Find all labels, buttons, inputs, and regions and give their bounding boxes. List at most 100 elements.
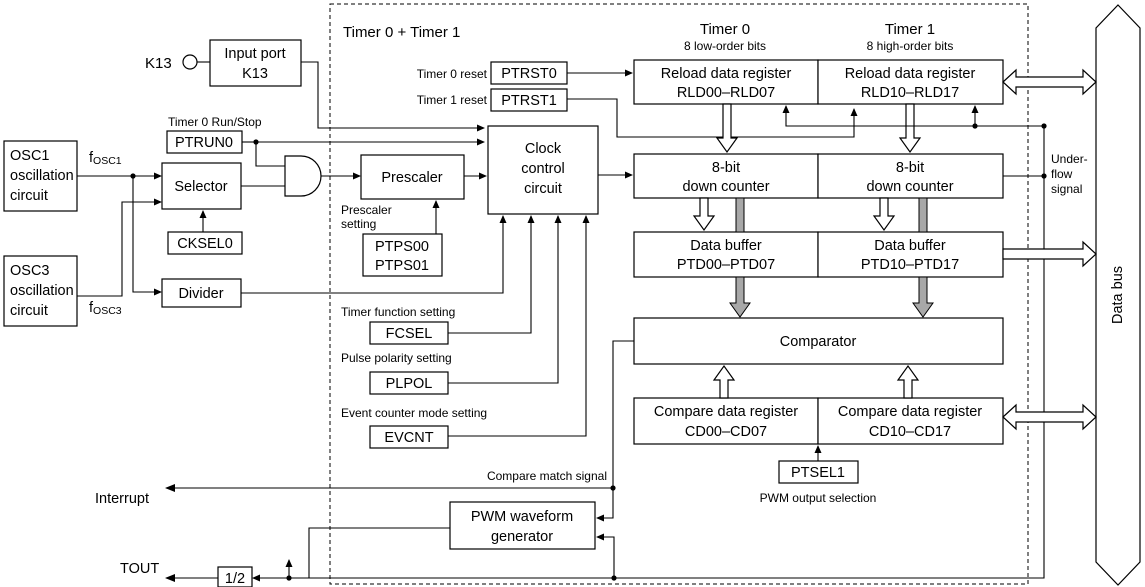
counter-timer0: 8-bit down counter xyxy=(633,153,819,199)
osc3-box: OSC3 oscillation circuit xyxy=(3,255,78,327)
input-port-line2: K13 xyxy=(242,66,268,82)
divider-box: Divider xyxy=(161,278,242,308)
svg-text:PLPOL: PLPOL xyxy=(386,376,433,392)
register-ptrst0: PTRST0 xyxy=(490,61,568,85)
register-ptsel1: PTSEL1 xyxy=(778,460,859,484)
register-ptrst1: PTRST1 xyxy=(490,88,568,112)
reload-to-counter0-arrow xyxy=(715,103,739,154)
osc1-line2: oscillation xyxy=(10,168,74,184)
timer-frame xyxy=(329,3,1029,585)
event-counter-mode-label: Event counter mode setting xyxy=(341,406,487,420)
osc3-line3: circuit xyxy=(10,303,48,319)
timer0-title: Timer 0 xyxy=(700,21,750,38)
svg-text:Divider: Divider xyxy=(178,286,223,302)
prescaler-box: Prescaler xyxy=(360,154,465,200)
timer1-subtitle: 8 high-order bits xyxy=(867,39,954,53)
register-evcnt: EVCNT xyxy=(369,425,449,449)
pulse-polarity-setting-label: Pulse polarity setting xyxy=(341,351,452,365)
data-bus xyxy=(1095,4,1141,586)
svg-text:Reload data register: Reload data register xyxy=(661,66,792,82)
counter0-to-buffer-arrow xyxy=(692,197,716,232)
svg-text:circuit: circuit xyxy=(524,181,562,197)
svg-text:Selector: Selector xyxy=(174,179,227,195)
svg-text:Compare data register: Compare data register xyxy=(838,404,982,420)
compare-register-timer1: Compare data register CD10–CD17 xyxy=(817,397,1004,445)
svg-text:RLD00–RLD07: RLD00–RLD07 xyxy=(677,85,775,101)
svg-text:8-bit: 8-bit xyxy=(712,160,740,176)
bus-arrow-reload xyxy=(1002,68,1097,96)
fosc1-label: fOSC1 xyxy=(89,150,122,167)
svg-text:Reload data register: Reload data register xyxy=(845,66,976,82)
register-fcsel: FCSEL xyxy=(369,321,449,345)
clock-control-box: Clock control circuit xyxy=(487,125,599,215)
register-ptps: PTPS00 PTPS01 xyxy=(362,233,443,277)
buffer1-to-comparator-arrow xyxy=(912,276,934,318)
data-buffer-timer0: Data buffer PTD00–PTD07 xyxy=(633,231,819,278)
compare-register-timer0: Compare data register CD00–CD07 xyxy=(633,397,819,445)
reload-to-counter1-arrow xyxy=(898,103,922,154)
underflow-label1: Under- xyxy=(1051,152,1088,166)
data-buffer-timer1: Data buffer PTD10–PTD17 xyxy=(817,231,1004,278)
prescaler-setting-label2: setting xyxy=(341,217,376,231)
osc1-line1: OSC1 xyxy=(10,148,50,164)
svg-text:control: control xyxy=(521,161,565,177)
counter0-gray-bar xyxy=(735,197,745,233)
svg-text:down counter: down counter xyxy=(866,179,953,195)
timer0-run-stop-label: Timer 0 Run/Stop xyxy=(168,115,262,129)
svg-text:PWM waveform: PWM waveform xyxy=(471,509,573,525)
reload-register-timer0: Reload data register RLD00–RLD07 xyxy=(633,59,819,105)
svg-text:PTPS01: PTPS01 xyxy=(375,258,429,274)
k13-pin xyxy=(182,54,198,70)
timer1-title: Timer 1 xyxy=(885,21,935,38)
svg-text:Comparator: Comparator xyxy=(780,334,857,350)
comparator-box: Comparator xyxy=(633,317,1004,365)
underflow-label2: flow xyxy=(1051,167,1073,181)
svg-text:CKSEL0: CKSEL0 xyxy=(177,236,233,252)
svg-text:1/2: 1/2 xyxy=(225,571,245,587)
data-bus-label: Data bus xyxy=(1110,266,1126,324)
register-plpol: PLPOL xyxy=(369,371,449,395)
svg-text:EVCNT: EVCNT xyxy=(384,430,433,446)
compare1-to-comparator-arrow xyxy=(896,364,920,399)
osc3-line2: oscillation xyxy=(10,283,74,299)
input-port-line1: Input port xyxy=(224,46,285,62)
svg-text:FCSEL: FCSEL xyxy=(386,326,433,342)
svg-text:PTRST0: PTRST0 xyxy=(501,66,557,82)
svg-text:Compare data register: Compare data register xyxy=(654,404,798,420)
buffer0-to-comparator-arrow xyxy=(729,276,751,318)
input-port-box: Input port K13 xyxy=(209,39,302,87)
svg-text:Data buffer: Data buffer xyxy=(690,238,762,254)
interrupt-label: Interrupt xyxy=(95,491,149,507)
register-ptrun0: PTRUN0 xyxy=(166,130,243,154)
svg-text:RLD10–RLD17: RLD10–RLD17 xyxy=(861,85,959,101)
svg-text:Data buffer: Data buffer xyxy=(874,238,946,254)
compare0-to-comparator-arrow xyxy=(712,364,736,399)
prescaler-setting-label1: Prescaler xyxy=(341,203,392,217)
svg-text:PTD00–PTD07: PTD00–PTD07 xyxy=(677,257,775,273)
osc1-box: OSC1 oscillation circuit xyxy=(3,140,78,212)
counter-timer1: 8-bit down counter xyxy=(817,153,1004,199)
svg-text:generator: generator xyxy=(491,529,553,545)
register-cksel0: CKSEL0 xyxy=(167,231,243,255)
counter1-gray-bar xyxy=(918,197,928,233)
svg-text:CD10–CD17: CD10–CD17 xyxy=(869,424,951,440)
svg-text:down counter: down counter xyxy=(682,179,769,195)
svg-text:PTRST1: PTRST1 xyxy=(501,93,557,109)
bus-arrow-buffer xyxy=(1002,240,1097,268)
tout-label: TOUT xyxy=(120,561,159,577)
fosc3-label: fOSC3 xyxy=(89,300,122,317)
svg-text:PTPS00: PTPS00 xyxy=(375,239,429,255)
frame-title: Timer 0 + Timer 1 xyxy=(343,24,460,41)
svg-text:CD00–CD07: CD00–CD07 xyxy=(685,424,767,440)
svg-text:Prescaler: Prescaler xyxy=(381,170,442,186)
selector-box: Selector xyxy=(161,162,242,210)
k13-pin-label: K13 xyxy=(145,55,172,72)
osc3-line1: OSC3 xyxy=(10,263,50,279)
half-divider-box: 1/2 xyxy=(217,566,253,587)
svg-text:PTSEL1: PTSEL1 xyxy=(791,465,845,481)
bus-arrow-compare xyxy=(1002,403,1097,431)
and-gate xyxy=(284,155,322,197)
svg-text:PTRUN0: PTRUN0 xyxy=(175,135,233,151)
timer1-reset-label: Timer 1 reset xyxy=(417,93,488,107)
